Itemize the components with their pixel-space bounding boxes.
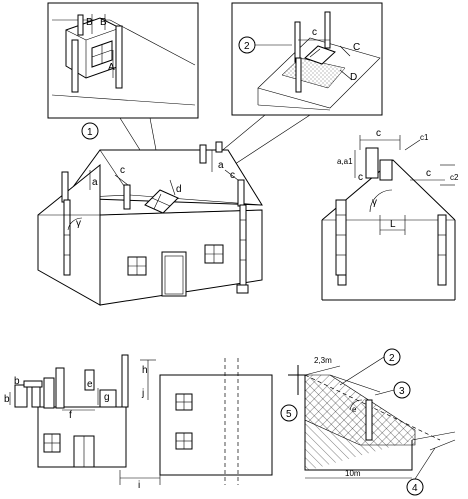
label-c-section-left: c <box>358 172 363 183</box>
label-d: d <box>176 184 182 195</box>
label-j: j <box>141 388 144 399</box>
label-C: C <box>353 42 360 53</box>
callout-3-number: 3 <box>399 386 405 397</box>
label-b-side: b <box>4 394 10 405</box>
label-g: g <box>104 392 110 403</box>
label-i: i <box>138 480 140 491</box>
callout-2-number: 2 <box>244 41 250 52</box>
label-c-box2: c <box>312 27 317 38</box>
callout-2-top: 2 <box>238 36 292 54</box>
label-b-top: b <box>14 376 20 387</box>
label-a-a1: a,a1 <box>337 157 353 166</box>
label-L: L <box>390 219 396 230</box>
label-e-zone: e <box>352 405 357 414</box>
detail-box-1: B B A <box>47 2 199 119</box>
label-a-left: a <box>92 177 98 188</box>
label-h: h <box>142 365 148 376</box>
label-B-1: B <box>86 17 93 28</box>
adjacent-building <box>159 358 273 485</box>
label-gamma-section: γ <box>372 197 377 208</box>
label-c-house-right: c <box>230 170 235 181</box>
label-c-house-left: c <box>120 165 125 176</box>
main-house: a a c c d γ <box>37 141 263 306</box>
label-c-section-right: c <box>426 168 431 179</box>
label-10m: 10m <box>345 469 361 478</box>
label-e: e <box>87 379 93 390</box>
label-2-3m: 2,3m <box>314 356 332 365</box>
elevation-left: b b f e g h j i <box>4 354 161 491</box>
roof-zone-diagram: e 10m 2,3m 2 3 5 4 <box>280 348 456 496</box>
label-B-2: B <box>100 17 107 28</box>
label-gamma-house: γ <box>76 218 81 229</box>
label-c2: c2 <box>450 173 459 182</box>
label-f: f <box>69 410 72 421</box>
callout-1-number: 1 <box>87 127 93 138</box>
label-D: D <box>350 72 357 83</box>
callout-4-number: 4 <box>412 483 418 494</box>
label-a-right: a <box>218 160 224 171</box>
callout-5-number: 5 <box>286 409 292 420</box>
label-c-section-top: c <box>376 128 381 139</box>
callout-2-bottom-number: 2 <box>389 353 395 364</box>
label-A: A <box>108 62 115 73</box>
label-c1: c1 <box>420 133 429 142</box>
detail-box-2: c C D <box>231 2 383 116</box>
callout-1: 1 <box>81 122 99 140</box>
roof-section: c c1 c2 a,a1 c c L γ <box>321 128 459 301</box>
